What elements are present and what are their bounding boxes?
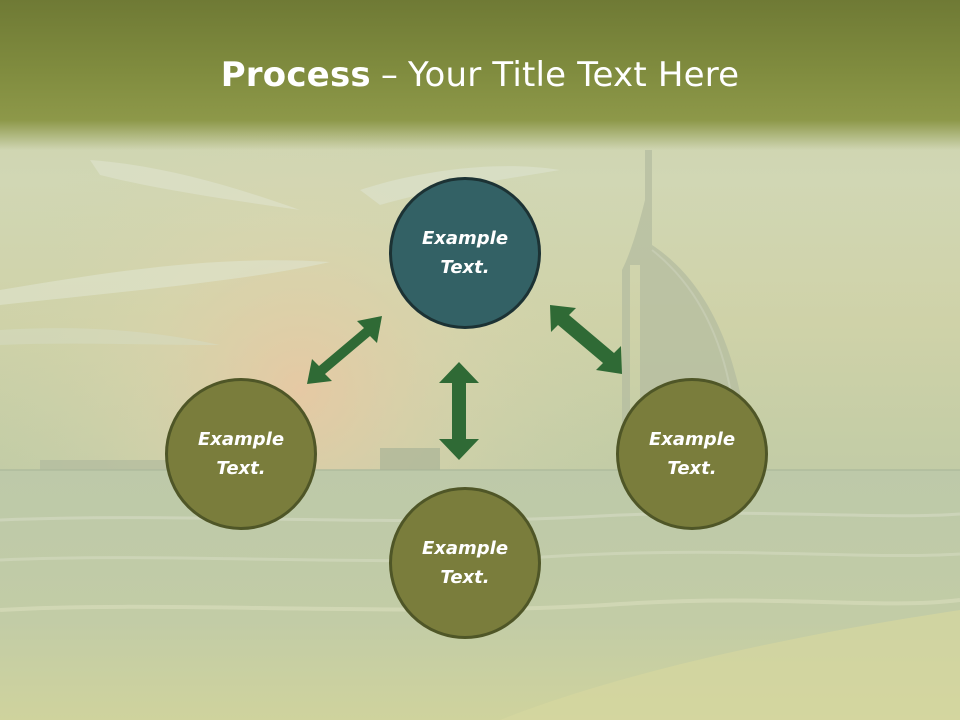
node-right: Example Text.	[616, 378, 768, 530]
double-arrow-vertical-icon	[439, 362, 479, 460]
node-left: Example Text.	[165, 378, 317, 530]
node-right-text: Example Text.	[648, 429, 736, 479]
slide-title: Process–Your Title Text Here	[0, 52, 960, 98]
node-bottom-text: Example Text.	[421, 538, 509, 588]
title-rest: Your Title Text Here	[408, 55, 740, 95]
title-bar	[0, 0, 960, 150]
node-left-text: Example Text.	[197, 429, 285, 479]
double-arrow-right-icon	[550, 305, 622, 374]
node-top: Example Text.	[389, 177, 541, 329]
node-bottom: Example Text.	[389, 487, 541, 639]
title-bold: Process	[220, 55, 371, 95]
title-dash: –	[380, 55, 399, 95]
node-top-text: Example Text.	[421, 228, 509, 278]
double-arrow-left-icon	[307, 316, 382, 384]
